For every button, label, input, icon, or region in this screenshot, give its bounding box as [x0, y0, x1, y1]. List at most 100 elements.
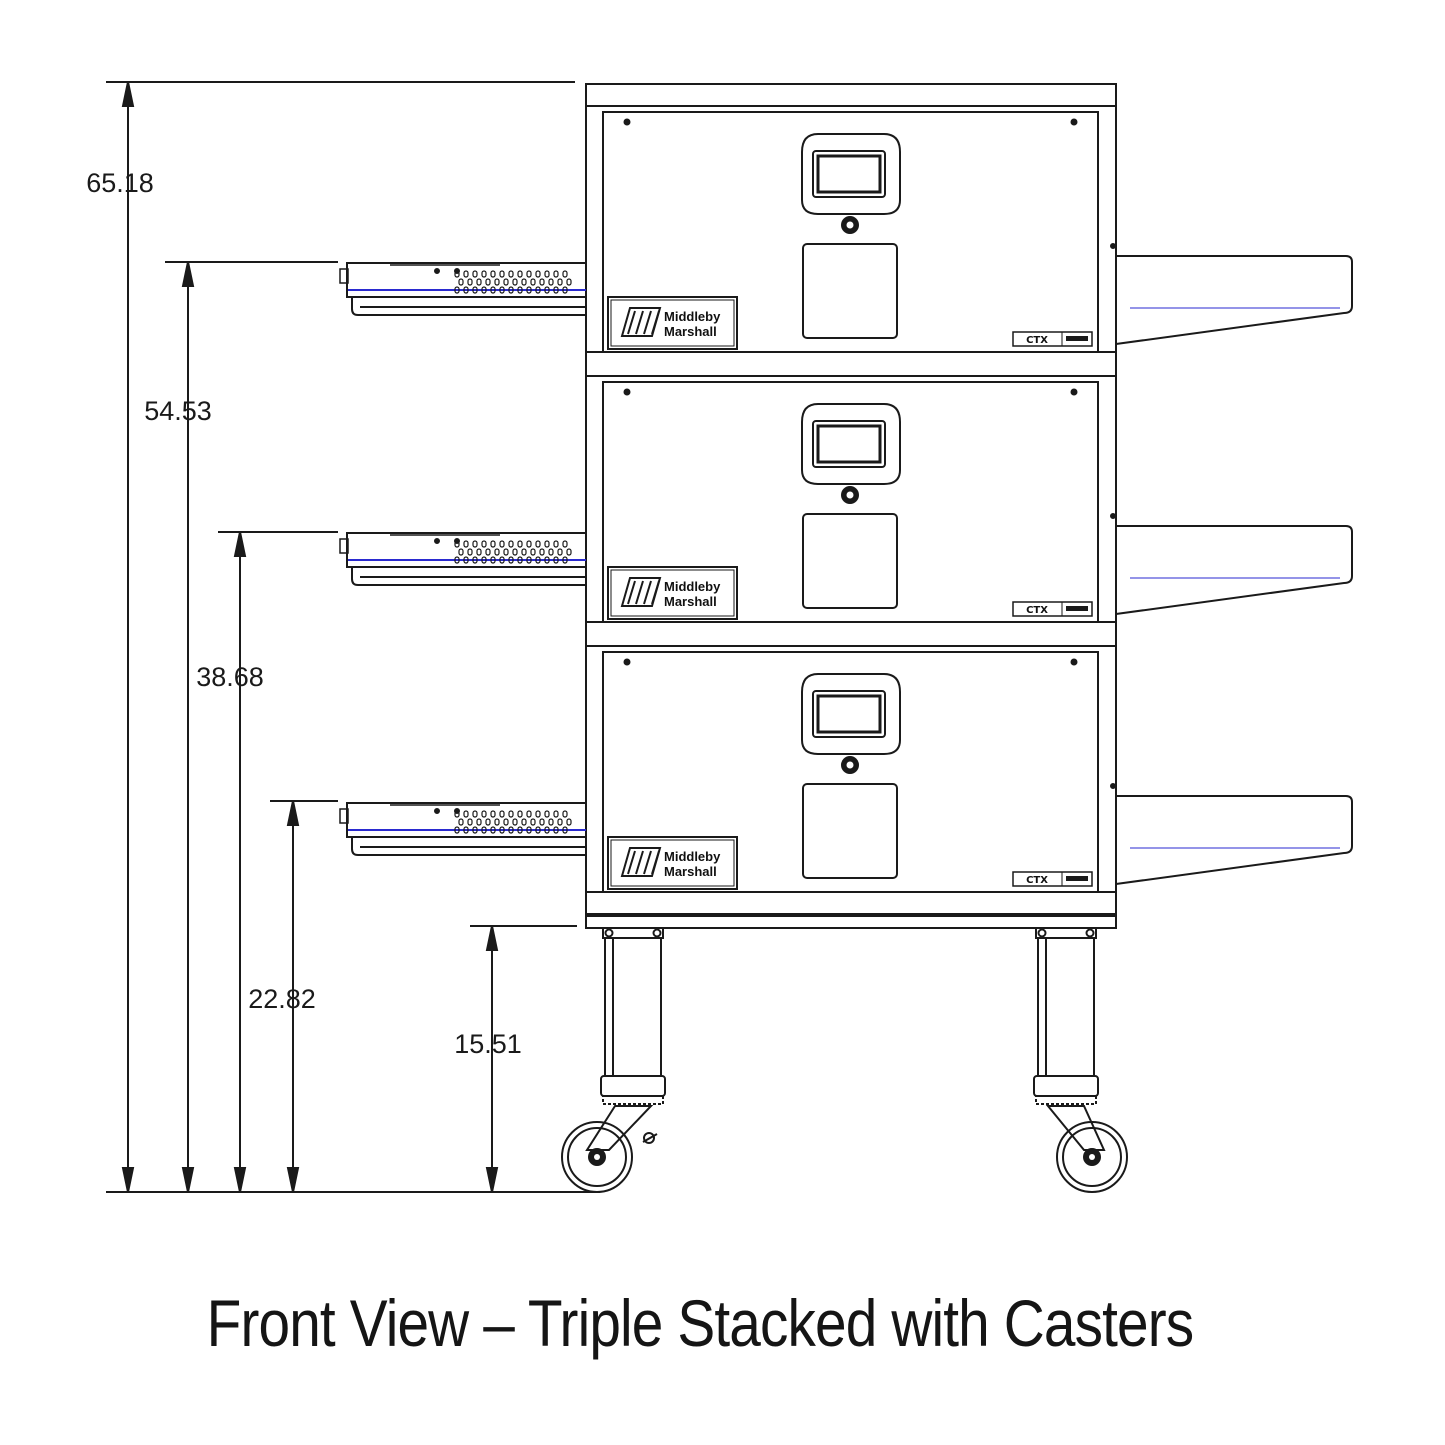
brand-mark-icon	[620, 577, 662, 607]
oven-stack: MiddlebyMarshallCTXMiddlebyMarshallCTXMi…	[339, 83, 1353, 929]
vent-slot	[530, 278, 536, 286]
vent-slot	[548, 278, 554, 286]
vent-slot	[535, 810, 541, 818]
vent-slot	[490, 810, 496, 818]
vent-slot	[481, 270, 487, 278]
vent-slot	[553, 556, 559, 564]
vent-slot	[508, 286, 514, 294]
vent-slot	[535, 556, 541, 564]
vent-slot	[503, 818, 509, 826]
vent-slot	[548, 548, 554, 556]
caster-leg-right	[1033, 927, 1128, 1193]
vent-slot	[454, 270, 460, 278]
vent-slot	[472, 286, 478, 294]
vent-slot	[472, 810, 478, 818]
vent-slot	[521, 278, 527, 286]
vent-slot	[481, 286, 487, 294]
display-glass	[816, 694, 882, 734]
vent-slot	[476, 548, 482, 556]
vent-slot	[472, 540, 478, 548]
model-badge	[1012, 601, 1093, 617]
conveyor-housing	[346, 262, 587, 298]
figure-caption: Front View – Triple Stacked with Casters	[206, 1286, 1195, 1360]
vent-slot	[535, 826, 541, 834]
vent-slot	[454, 556, 460, 564]
vent-slot	[508, 556, 514, 564]
vent-slot	[476, 818, 482, 826]
caster-collar	[1033, 1075, 1099, 1097]
arrow-head-down	[485, 1167, 499, 1193]
vent-slot	[562, 286, 568, 294]
vent-slot	[521, 548, 527, 556]
control-panel	[801, 403, 901, 485]
arrow-head-up	[233, 531, 247, 557]
vent-slot	[508, 540, 514, 548]
caster-lock	[643, 1132, 655, 1144]
vent-slot	[490, 556, 496, 564]
vent-slot	[535, 286, 541, 294]
vent-slot	[526, 286, 532, 294]
vent-slot	[553, 826, 559, 834]
top-cap	[585, 83, 1117, 107]
vent-slot	[539, 548, 545, 556]
dimension-label: 65.18	[86, 168, 154, 198]
brand-name-line1: Middleby	[664, 309, 721, 324]
vent-slot	[485, 818, 491, 826]
vent-slot	[539, 278, 545, 286]
screw	[1070, 658, 1078, 666]
conveyor-right-shelf	[1115, 525, 1353, 615]
deck-separator	[585, 351, 1117, 377]
vent-slot	[467, 278, 473, 286]
vent-slot	[472, 556, 478, 564]
conveyor-left	[339, 262, 587, 316]
vent-slot	[458, 818, 464, 826]
vent-slot	[467, 818, 473, 826]
vent-slot	[499, 826, 505, 834]
screw	[623, 658, 631, 666]
vent-slot	[526, 810, 532, 818]
vent-slot	[544, 540, 550, 548]
conveyor-handle	[351, 297, 586, 316]
display-glass	[816, 424, 882, 464]
model-badge-label: CTX	[1026, 605, 1048, 616]
brand-mark-icon	[620, 307, 662, 337]
brand-name-line2: Marshall	[664, 864, 717, 879]
vent-slot	[526, 556, 532, 564]
brand-name-line1: Middleby	[664, 579, 721, 594]
vent-slot	[508, 826, 514, 834]
arrow-head-down	[233, 1167, 247, 1193]
model-badge	[1012, 331, 1093, 347]
vent-slot	[490, 270, 496, 278]
vent-slot	[512, 548, 518, 556]
vent-slot	[490, 826, 496, 834]
vent-slot	[508, 270, 514, 278]
vent-slot	[517, 270, 523, 278]
vent-slot	[494, 278, 500, 286]
vent-slot	[512, 278, 518, 286]
access-panel	[802, 243, 898, 339]
vent-slot	[490, 540, 496, 548]
model-badge-label: CTX	[1026, 335, 1048, 346]
deck-separator	[585, 621, 1117, 647]
vent-slot	[553, 810, 559, 818]
vent-slot	[526, 270, 532, 278]
display-glass	[816, 154, 882, 194]
vent-slot	[566, 818, 572, 826]
conveyor-right-shelf	[1115, 255, 1353, 345]
conveyor-housing	[346, 802, 587, 838]
arrow-head-down	[286, 1167, 300, 1193]
vent-slot	[530, 818, 536, 826]
vent-slot	[557, 818, 563, 826]
brand-name-line2: Marshall	[664, 594, 717, 609]
vent-slot	[566, 278, 572, 286]
vent-slot	[553, 270, 559, 278]
vent-slot	[467, 548, 473, 556]
vent-slot	[485, 548, 491, 556]
display-screen	[812, 690, 886, 738]
vent-slot	[544, 270, 550, 278]
vent-slot	[526, 540, 532, 548]
brand-name-line2: Marshall	[664, 324, 717, 339]
